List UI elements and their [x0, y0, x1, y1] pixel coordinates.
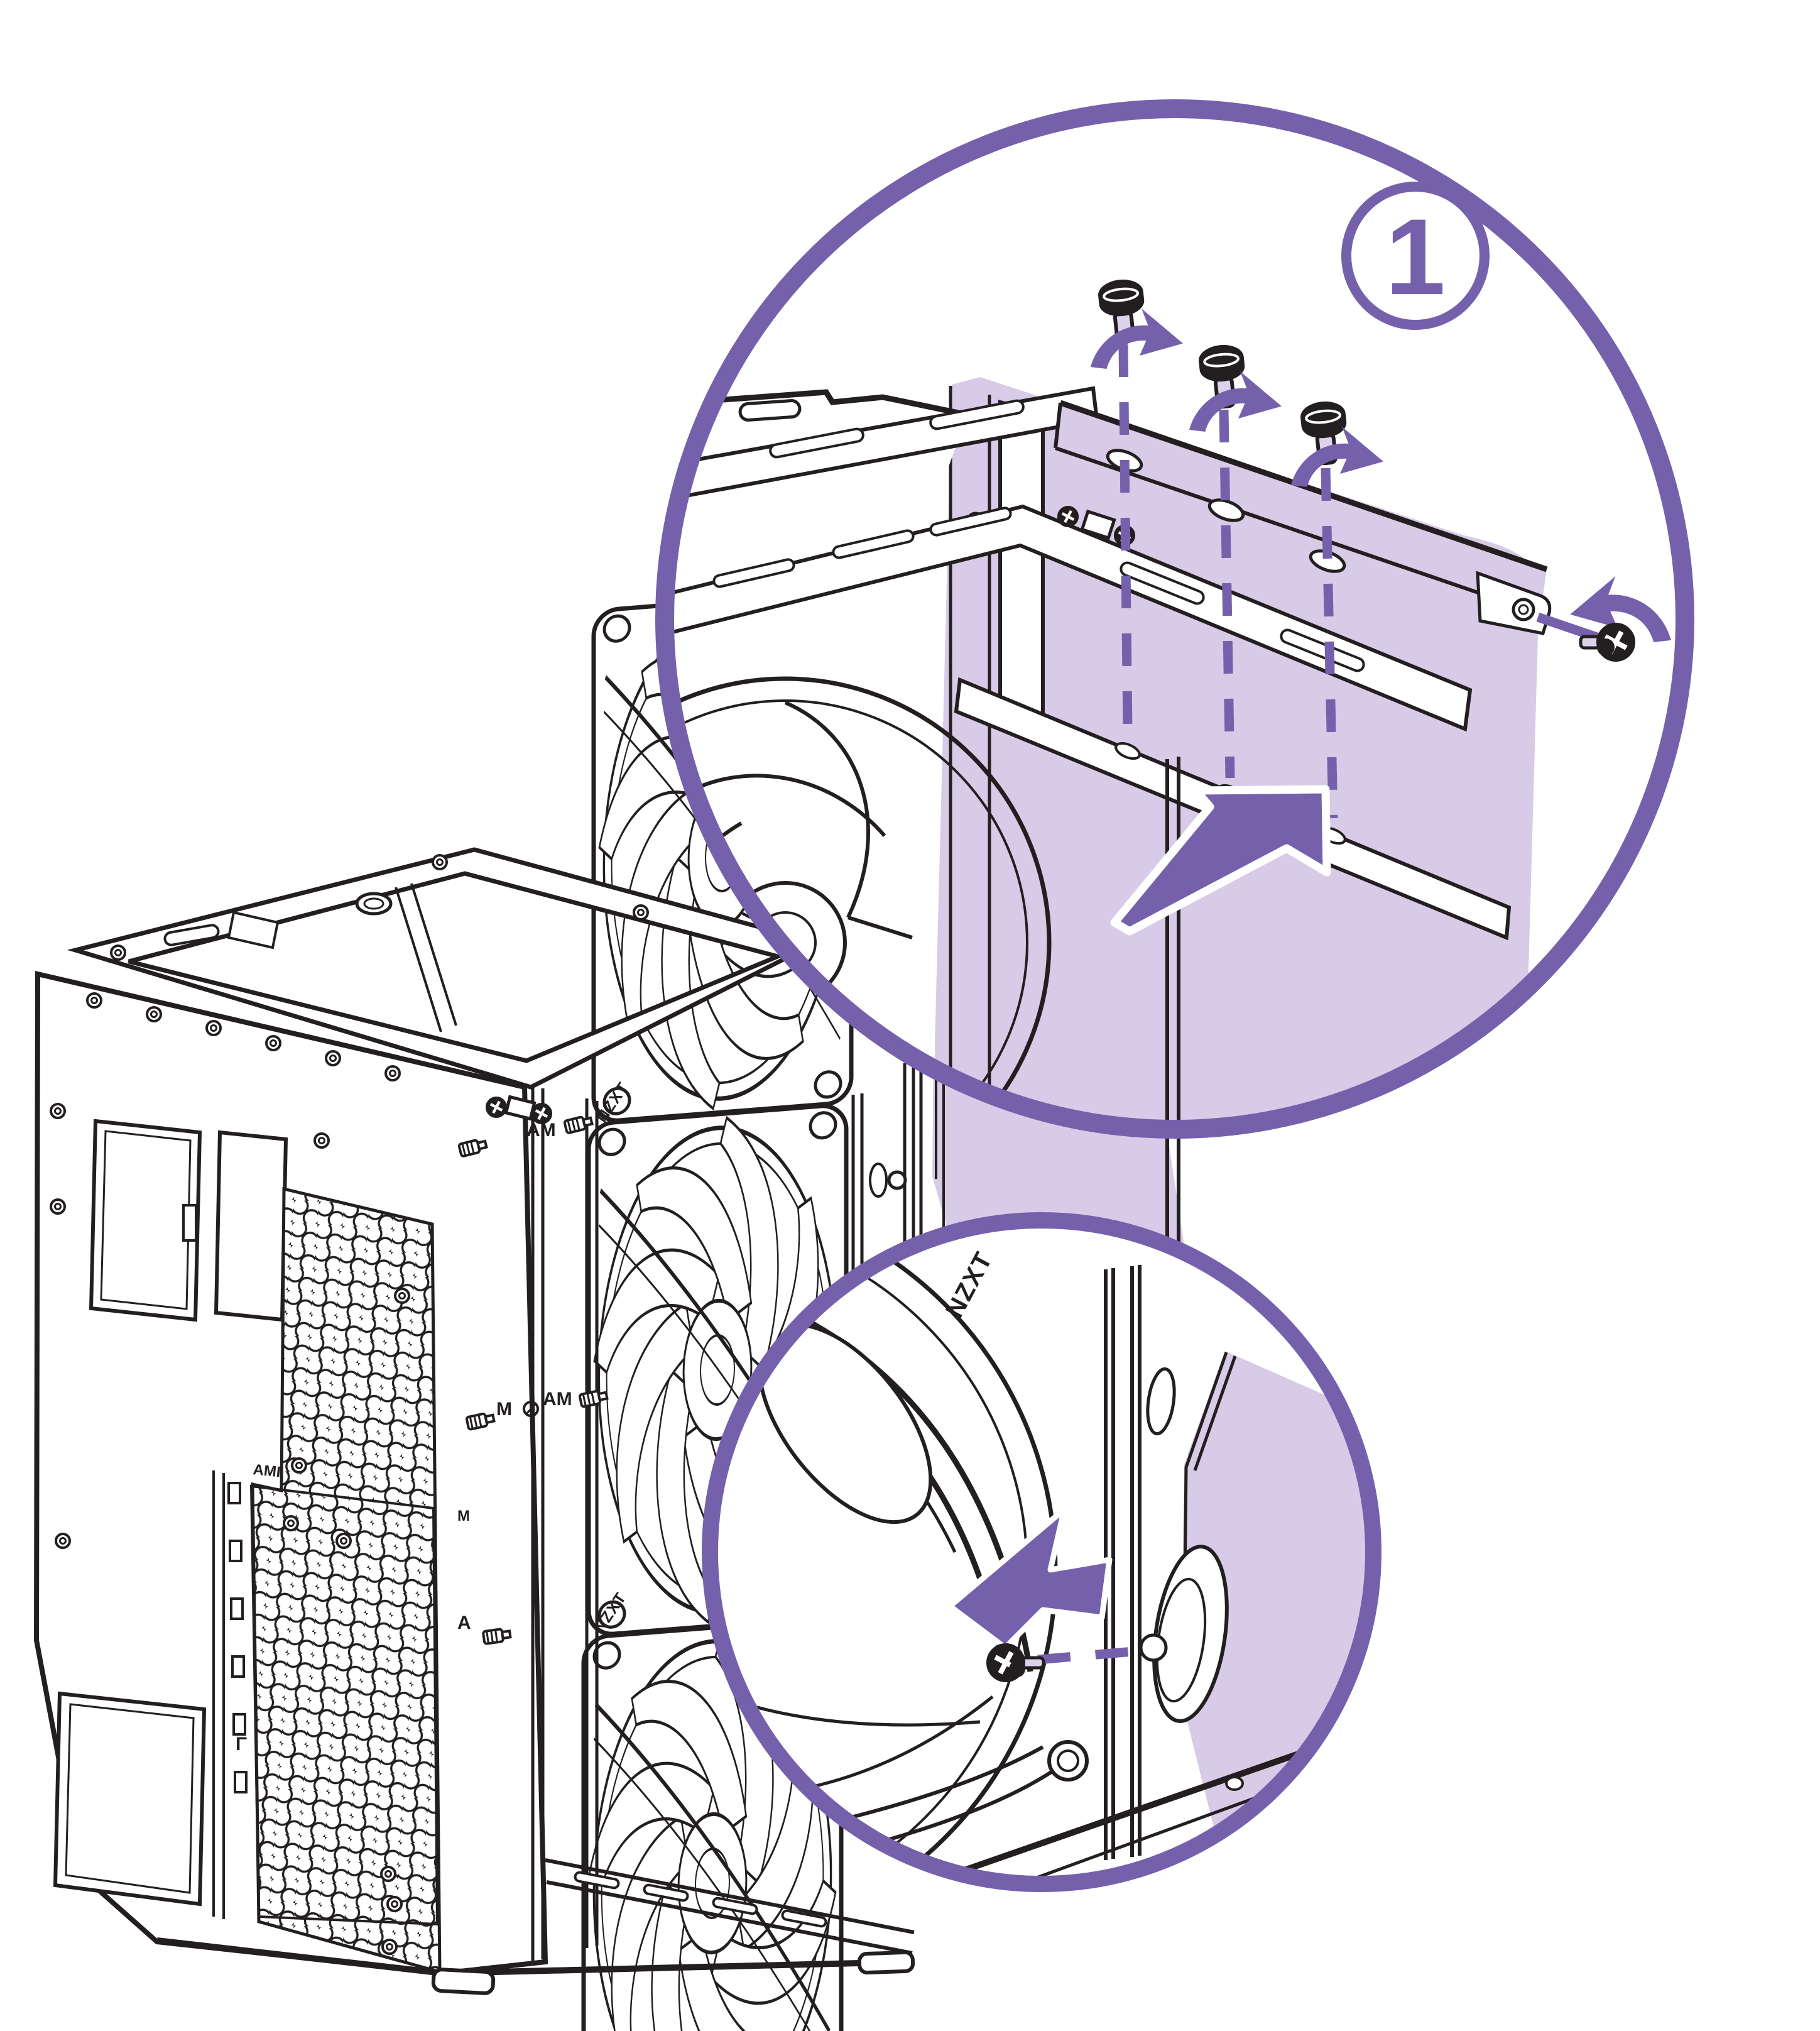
- bottom-corner-mark: Γ: [236, 1734, 247, 1755]
- dashed-guide-line: [1118, 344, 1133, 733]
- case-foot: [431, 1968, 496, 1995]
- top-rail-lower: [665, 504, 1473, 732]
- case-front-columns: AM M AM M A: [457, 1061, 923, 1961]
- side-panel: [935, 377, 1540, 1129]
- dashed-guide-line: [1219, 409, 1235, 779]
- step-number: 1: [1385, 197, 1446, 317]
- callout-circle-step1: [665, 109, 1685, 1129]
- case-side-face: AMI Γ: [33, 970, 548, 1976]
- panel-corner-plate: [1476, 571, 1552, 635]
- side-cutout-small: [214, 1130, 288, 1322]
- step-1-badge: 1: [1341, 182, 1490, 330]
- screw-side-icon: [1579, 624, 1634, 660]
- step1-annotations: 1: [1091, 182, 1671, 936]
- guide-line: [1536, 612, 1601, 643]
- rail-label-am-top: AM: [526, 1120, 556, 1141]
- side-cutout-large: [89, 1119, 202, 1322]
- detail-annotations: [947, 1506, 1149, 1681]
- remove-direction-arrow-icon: [947, 1506, 1113, 1651]
- magnifier-ring-step1: [655, 99, 1694, 1139]
- keyhole-icon: [523, 1401, 539, 1417]
- case-bottom: [156, 1858, 915, 1995]
- dashed-guide-line: [1321, 468, 1338, 819]
- dashed-guide-line: [1037, 1645, 1149, 1665]
- magnifier-ring-detail: [702, 1212, 1381, 1892]
- slide-direction-arrow-icon: [1110, 785, 1331, 936]
- rail-label-a: A: [457, 1612, 471, 1633]
- mesh-stamp-label: AMI: [252, 1461, 281, 1481]
- bracket-tab-column: [212, 1470, 248, 1919]
- case-foot: [857, 1950, 915, 1975]
- rail-label-m-small: M: [457, 1508, 470, 1525]
- rail-label-m: M: [496, 1399, 512, 1420]
- fan-screw-icon: [988, 1645, 1045, 1681]
- case-top-frame: [67, 847, 823, 1090]
- side-cutout-bottom: [53, 1691, 207, 1907]
- pc-case: AMI Γ NZXT NZXT: [33, 581, 923, 2031]
- top-bracket: [1054, 400, 1548, 616]
- panel-pin: [887, 1170, 907, 1190]
- rail-label-am-mid: AM: [543, 1389, 572, 1410]
